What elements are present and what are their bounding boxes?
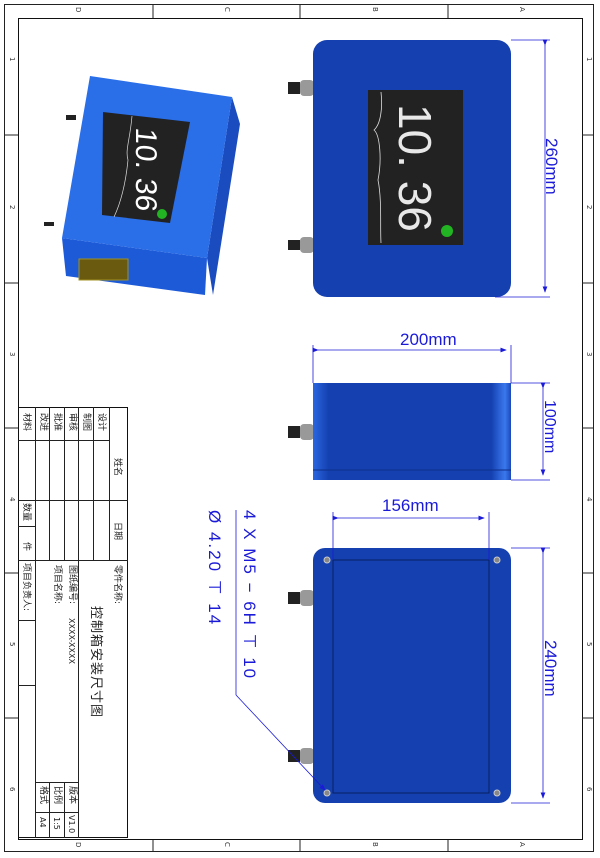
title-block-rule <box>18 526 35 527</box>
zone-col-bottom: B <box>371 842 379 847</box>
title-block-rule <box>18 620 35 621</box>
label-unit: 件 <box>21 542 31 552</box>
title-block-rule <box>93 407 94 560</box>
zone-row-left: 5 <box>8 642 16 647</box>
label-approve: 批准 <box>52 413 62 432</box>
label-project-lead: 项目负责人: <box>21 563 31 612</box>
hole-callout-drill: Ø 4.20 ⊤ 14 <box>205 510 224 627</box>
label-format: 格式 <box>38 786 48 805</box>
zone-col-top: B <box>371 7 379 12</box>
title-block-rule <box>109 407 110 560</box>
zone-col-top: A <box>518 7 526 12</box>
title-block-frame <box>18 407 128 838</box>
zone-row-left: 1 <box>8 57 16 62</box>
label-version: 版本 <box>67 786 77 805</box>
zone-ticks <box>4 4 594 852</box>
zone-col-bottom: D <box>74 842 82 848</box>
label-name: 姓名 <box>112 458 122 477</box>
title-block-rule <box>78 407 79 838</box>
title-block-rule <box>49 782 50 838</box>
label-project-name: 项目名称: <box>52 565 62 605</box>
title-block-rule <box>18 440 109 441</box>
zone-row-right: 6 <box>585 787 593 792</box>
zone-row-right: 2 <box>585 205 593 210</box>
zone-col-bottom: C <box>223 842 231 847</box>
dim-hole-spacing-x: 156mm <box>382 496 439 515</box>
label-drawing-no: 图纸编号: <box>67 565 77 605</box>
zone-row-right: 4 <box>585 497 593 502</box>
dim-hole-spacing-y: 240mm <box>541 640 560 697</box>
title-block-rule <box>35 782 78 783</box>
label-design: 设计 <box>96 413 106 432</box>
hole-callout-thread: 4 X M5 − 6H ⊤ 10 <box>240 510 259 681</box>
drawing-no-value: XXXX-XXXX <box>67 618 76 664</box>
zone-row-right: 3 <box>585 352 593 357</box>
title-block-rule <box>18 560 128 561</box>
label-quantity: 数量 <box>21 503 31 522</box>
zone-row-right: 5 <box>585 642 593 647</box>
label-date: 日期 <box>112 522 122 541</box>
isometric-view <box>44 76 240 295</box>
title-block-rule <box>64 782 65 838</box>
zone-row-left: 2 <box>8 205 16 210</box>
label-scale: 比例 <box>52 786 62 805</box>
title-block-rule <box>35 407 36 838</box>
label-drafting: 制图 <box>81 413 91 432</box>
side-view <box>288 345 550 481</box>
label-revise: 改进 <box>38 413 48 432</box>
zone-col-top: C <box>223 7 231 12</box>
iso-display-reading: 10. 36 <box>129 126 162 214</box>
label-review: 审核 <box>67 413 77 432</box>
zone-row-left: 4 <box>8 497 16 502</box>
bottom-view <box>235 510 550 804</box>
title-block-rule <box>35 812 78 813</box>
zone-row-right: 1 <box>585 57 593 62</box>
title-block-rule <box>49 407 50 560</box>
dim-front-height: 260mm <box>542 138 561 195</box>
dim-side-height: 100mm <box>541 400 558 454</box>
label-material: 材料 <box>21 413 31 432</box>
drawing-title: 控制箱安装尺寸图 <box>88 606 103 719</box>
zone-col-bottom: A <box>518 842 526 847</box>
scale-value: 1:5 <box>52 817 61 830</box>
front-display-reading: 10. 36 <box>389 104 441 232</box>
title-block-rule <box>18 500 128 501</box>
dim-side-width: 200mm <box>400 330 457 349</box>
title-block-rule <box>64 407 65 560</box>
title-block-rule <box>18 685 35 686</box>
format-value: A4 <box>38 817 47 828</box>
zone-row-left: 6 <box>8 787 16 792</box>
label-part-name: 零件名称: <box>112 565 122 605</box>
zone-col-top: D <box>74 7 82 13</box>
zone-row-left: 3 <box>8 352 16 357</box>
front-view <box>288 39 550 298</box>
version-value: V1.0 <box>67 815 76 834</box>
